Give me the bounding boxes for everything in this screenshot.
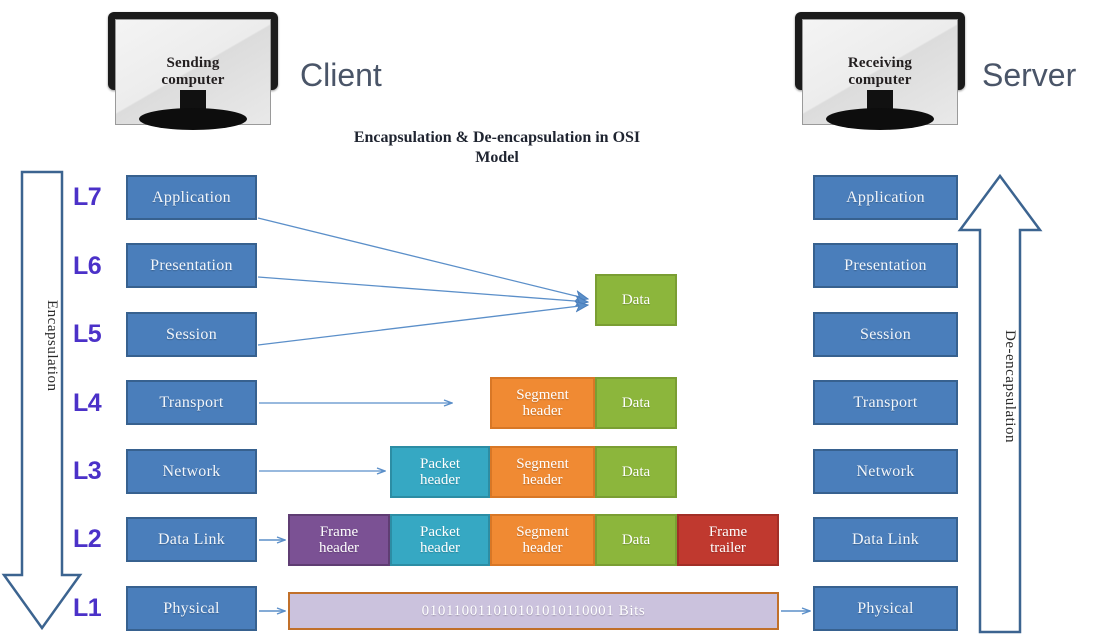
monitor-neck	[867, 90, 893, 112]
pdu-packet-header-line1: Packet	[420, 523, 460, 540]
monitor-base	[826, 108, 934, 130]
server-layer-transport[interactable]: Transport	[813, 380, 958, 425]
server-layer-session[interactable]: Session	[813, 312, 958, 357]
sending-computer-label-line1: Sending	[166, 54, 220, 71]
receiving-computer-label: Receiving computer	[848, 55, 912, 90]
pdu-frame-header-line2: header	[319, 540, 359, 556]
pdu-frame-trailer-line1: Frame	[708, 523, 748, 540]
client-layer-application[interactable]: Application	[126, 175, 257, 220]
client-role-label: Client	[300, 57, 382, 93]
layer-tag-l6: L6	[73, 252, 102, 280]
pdu-segment-header-l4[interactable]: Segment header	[490, 377, 595, 429]
receiving-computer-monitor: Receiving computer	[795, 12, 965, 132]
diagram-title: Encapsulation & De-encapsulation in OSI …	[347, 128, 647, 168]
pdu-packet-header-l3[interactable]: Packet header	[390, 446, 490, 498]
client-layer-physical[interactable]: Physical	[126, 586, 257, 631]
connector-l6-to-data	[257, 276, 588, 302]
connector-group-upper	[257, 217, 588, 346]
pdu-data-l4[interactable]: Data	[595, 377, 677, 429]
layer-tag-l3: L3	[73, 457, 102, 485]
server-layer-datalink[interactable]: Data Link	[813, 517, 958, 562]
receiving-computer-label-line1: Receiving	[847, 54, 913, 71]
pdu-packet-header-line2: header	[420, 540, 460, 556]
pdu-frame-header-l2[interactable]: Frame header	[288, 514, 390, 566]
monitor-base	[139, 108, 247, 130]
diagram-title-text: Encapsulation & De-encapsulation in OSI …	[353, 129, 641, 166]
receiving-computer-label-line2: computer	[848, 72, 912, 88]
pdu-segment-header-line2: header	[522, 540, 563, 556]
pdu-frame-trailer-line2: trailer	[710, 540, 746, 556]
sending-computer-monitor: Sending computer	[108, 12, 278, 132]
layer-tag-l1: L1	[73, 594, 102, 622]
client-layer-network[interactable]: Network	[126, 449, 257, 494]
server-layer-physical[interactable]: Physical	[813, 586, 958, 631]
client-layer-session[interactable]: Session	[126, 312, 257, 357]
pdu-frame-header-line1: Frame	[319, 523, 359, 540]
pdu-segment-header-l2[interactable]: Segment header	[490, 514, 595, 566]
encapsulation-arrow: Encapsulation	[1, 170, 83, 631]
client-layer-datalink[interactable]: Data Link	[126, 517, 257, 562]
server-role-label: Server	[982, 57, 1077, 93]
pdu-packet-header-line2: header	[420, 472, 460, 488]
monitor-screen: Receiving computer	[802, 19, 958, 125]
pdu-packet-header-l2[interactable]: Packet header	[390, 514, 490, 566]
pdu-segment-header-line1: Segment	[516, 455, 569, 472]
pdu-data-l2[interactable]: Data	[595, 514, 677, 566]
layer-tag-l2: L2	[73, 525, 102, 553]
pdu-segment-header-l3[interactable]: Segment header	[490, 446, 595, 498]
encapsulation-arrow-label: Encapsulation	[44, 300, 60, 391]
pdu-segment-header-line2: header	[522, 403, 563, 419]
pdu-data-l3[interactable]: Data	[595, 446, 677, 498]
connector-l7-to-data	[257, 217, 588, 299]
server-layer-application[interactable]: Application	[813, 175, 958, 220]
connector-l5-to-data	[257, 305, 588, 346]
sending-computer-label: Sending computer	[161, 55, 224, 90]
layer-tag-l5: L5	[73, 320, 102, 348]
pdu-frame-trailer-l2[interactable]: Frame trailer	[677, 514, 779, 566]
de-encapsulation-arrow-label: De-encapsulation	[1002, 330, 1018, 443]
monitor-neck	[180, 90, 206, 112]
client-layer-transport[interactable]: Transport	[126, 380, 257, 425]
pdu-bits-l1[interactable]: 010110011010101010110001 Bits	[288, 592, 779, 630]
pdu-segment-header-line1: Segment	[516, 386, 569, 403]
monitor-screen: Sending computer	[115, 19, 271, 125]
pdu-segment-header-line2: header	[522, 472, 563, 488]
pdu-packet-header-line1: Packet	[420, 455, 460, 472]
server-layer-network[interactable]: Network	[813, 449, 958, 494]
layer-tag-l7: L7	[73, 183, 102, 211]
pdu-data-l5[interactable]: Data	[595, 274, 677, 326]
server-layer-presentation[interactable]: Presentation	[813, 243, 958, 288]
pdu-segment-header-line1: Segment	[516, 523, 569, 540]
de-encapsulation-arrow: De-encapsulation	[957, 173, 1043, 634]
sending-computer-label-line2: computer	[161, 72, 225, 88]
layer-tag-l4: L4	[73, 389, 102, 417]
client-layer-presentation[interactable]: Presentation	[126, 243, 257, 288]
